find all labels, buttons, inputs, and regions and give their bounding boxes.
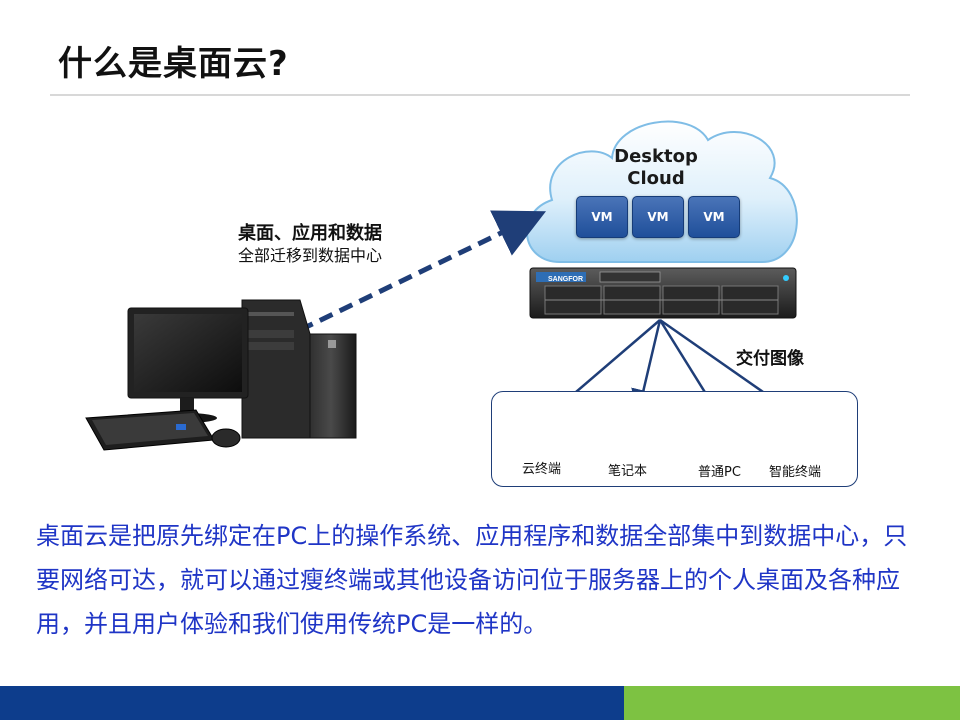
desktop-cloud-icon <box>526 120 798 263</box>
cloud-title-line2: Cloud <box>627 168 685 189</box>
vm-box: VM <box>576 196 628 238</box>
device-label-smart-device: 智能终端 <box>769 465 822 480</box>
device-label-pc: 普通PC <box>698 465 741 480</box>
vm-box: VM <box>632 196 684 238</box>
delivery-label: 交付图像 <box>736 349 804 369</box>
description-text: 桌面云是把原先绑定在PC上的操作系统、应用程序和数据全部集中到数据中心，只要网络… <box>36 522 908 638</box>
footer-bar-blue <box>0 686 624 720</box>
migration-arrow <box>298 210 547 333</box>
device-label-thin-client: 云终端 <box>522 462 562 477</box>
device-group-box <box>491 391 858 487</box>
footer-bar-green <box>624 686 960 720</box>
device-label-laptop: 笔记本 <box>608 464 648 479</box>
page-title: 什么是桌面云? <box>58 44 289 84</box>
migration-label-line1: 桌面、应用和数据 <box>238 223 382 244</box>
server-icon: SANGFOR <box>529 267 797 319</box>
desktop-computer-icon <box>85 299 357 451</box>
migration-label: 桌面、应用和数据 全部迁移到数据中心 <box>200 222 420 266</box>
vm-box: VM <box>688 196 740 238</box>
cloud-title-line1: Desktop <box>614 146 698 167</box>
server-brand: SANGFOR <box>548 276 583 283</box>
title-divider <box>50 94 910 96</box>
migration-label-line2: 全部迁移到数据中心 <box>237 246 382 265</box>
cloud-title: Desktop Cloud <box>596 146 716 190</box>
